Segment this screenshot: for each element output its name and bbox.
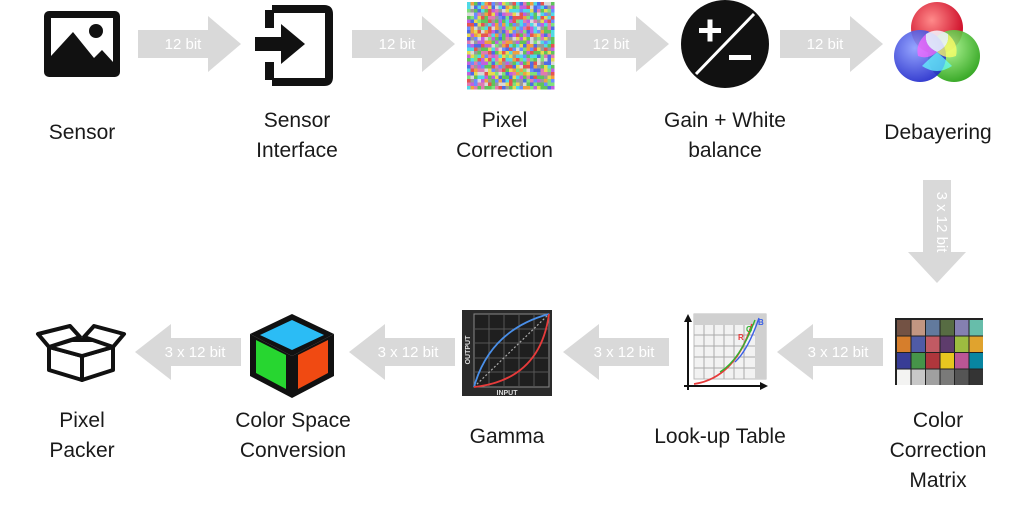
- arrow-label: 3 x 12 bit: [165, 344, 227, 361]
- node-label-debayering: Debayering: [884, 121, 992, 144]
- arrow-sensor-to-interface: 12 bit: [138, 16, 241, 72]
- gamma-curve-icon: INPUT OUTPUT: [462, 310, 552, 397]
- arrow-label: 3 x 12 bit: [808, 344, 870, 361]
- arrow-label: 12 bit: [379, 36, 417, 53]
- gamma-axis-output: OUTPUT: [465, 335, 472, 365]
- arrow-label: 3 x 12 bit: [378, 344, 440, 361]
- gamma-axis-input: INPUT: [497, 390, 519, 397]
- node-label-pixel-correction: Pixel Correction: [456, 109, 553, 162]
- arrow-pixelcorrection-to-gain: 12 bit: [566, 16, 669, 72]
- image-icon: [44, 11, 120, 77]
- arrow-debayering-to-ccm: 3 x 12 bit: [908, 180, 966, 283]
- arrow-label: 12 bit: [807, 36, 845, 53]
- node-label-sensor-interface: Sensor Interface: [256, 109, 338, 162]
- arrow-csc-to-packer: 3 x 12 bit: [135, 324, 241, 380]
- node-label-lookup-table: Look-up Table: [654, 425, 786, 448]
- lut-chart-icon: B G R: [684, 313, 768, 390]
- lut-label-g: G: [746, 325, 752, 334]
- node-label-gamma: Gamma: [469, 425, 545, 448]
- arrow-ccm-to-lut: 3 x 12 bit: [777, 324, 883, 380]
- arrow-label: 3 x 12 bit: [594, 344, 656, 361]
- box-icon: [36, 324, 126, 382]
- lut-label-r: R: [738, 333, 744, 342]
- node-label-sensor: Sensor: [48, 121, 116, 144]
- arrow-label: 12 bit: [165, 36, 203, 53]
- color-checker-icon: [895, 318, 983, 385]
- arrow-lut-to-gamma: 3 x 12 bit: [563, 324, 669, 380]
- arrow-gamma-to-csc: 3 x 12 bit: [349, 324, 455, 380]
- arrow-label: 12 bit: [593, 36, 631, 53]
- arrow-gain-to-debayering: 12 bit: [780, 16, 883, 72]
- arrow-label: 3 x 12 bit: [933, 192, 950, 254]
- node-label-color-space-conversion: Color Space Conversion: [235, 409, 351, 462]
- login-icon: [255, 5, 333, 86]
- arrow-interface-to-pixelcorrection: 12 bit: [352, 16, 455, 72]
- exposure-icon: [681, 0, 769, 88]
- rgb-circles-icon: [894, 2, 980, 82]
- lut-label-b: B: [758, 318, 764, 327]
- color-cube-icon: [250, 314, 334, 398]
- node-label-gain-white-balance: Gain + White balance: [664, 109, 786, 162]
- node-label-color-correction-matrix: Color Correction Matrix: [889, 409, 987, 492]
- node-label-pixel-packer: Pixel Packer: [49, 409, 115, 462]
- pixel-noise-icon: [467, 2, 555, 90]
